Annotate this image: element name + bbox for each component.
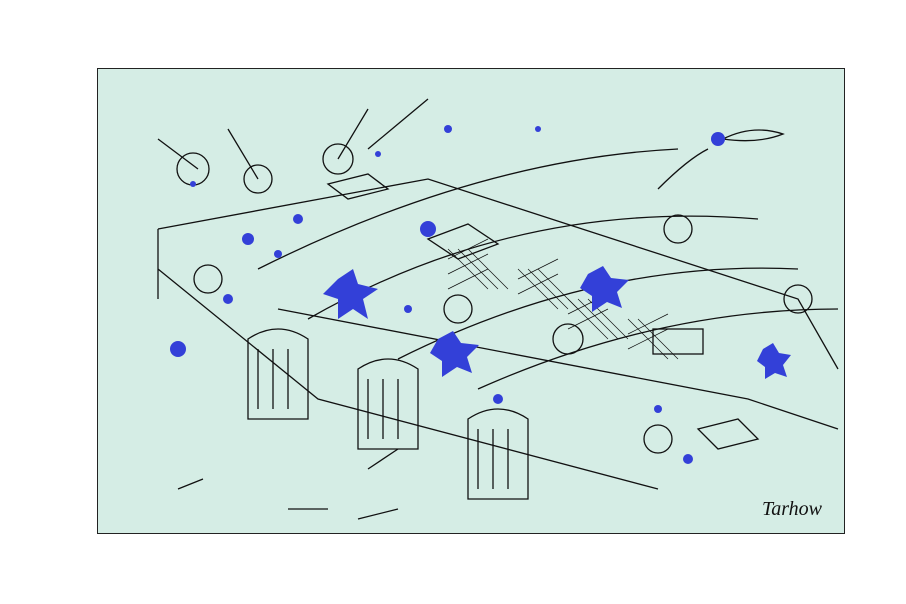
- line-art: [157, 98, 839, 520]
- cartoon-drawing: [157, 98, 839, 520]
- hatching: [447, 238, 679, 360]
- artist-signature: Tarhow: [761, 498, 822, 520]
- ink-splashes: [170, 125, 791, 464]
- cartoon-frame: Tarhow: [97, 68, 845, 534]
